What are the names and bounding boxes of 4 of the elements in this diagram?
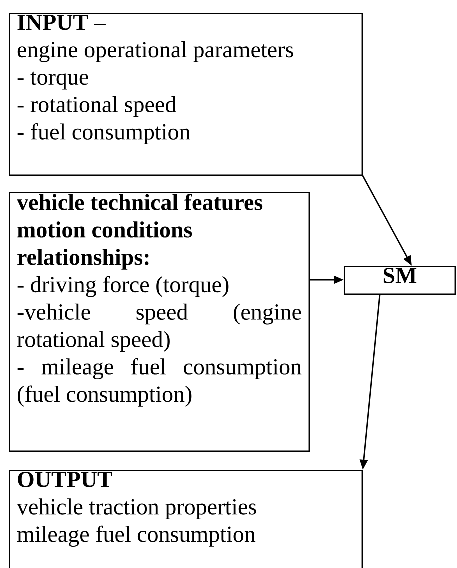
- input-box: INPUT – engine operational parameters - torque - rotational speed - fuel consumption: [9, 13, 363, 176]
- process-box: vehicle technical features motion conditions relationships: - driving force (torque) -vehicle speed (engine rotational speed) - mileage fuel consumption (fuel consumption): [9, 192, 310, 452]
- output-box: OUTPUT vehicle traction properties mileage fuel consumption: [9, 470, 363, 568]
- model-box: SM: [344, 266, 456, 295]
